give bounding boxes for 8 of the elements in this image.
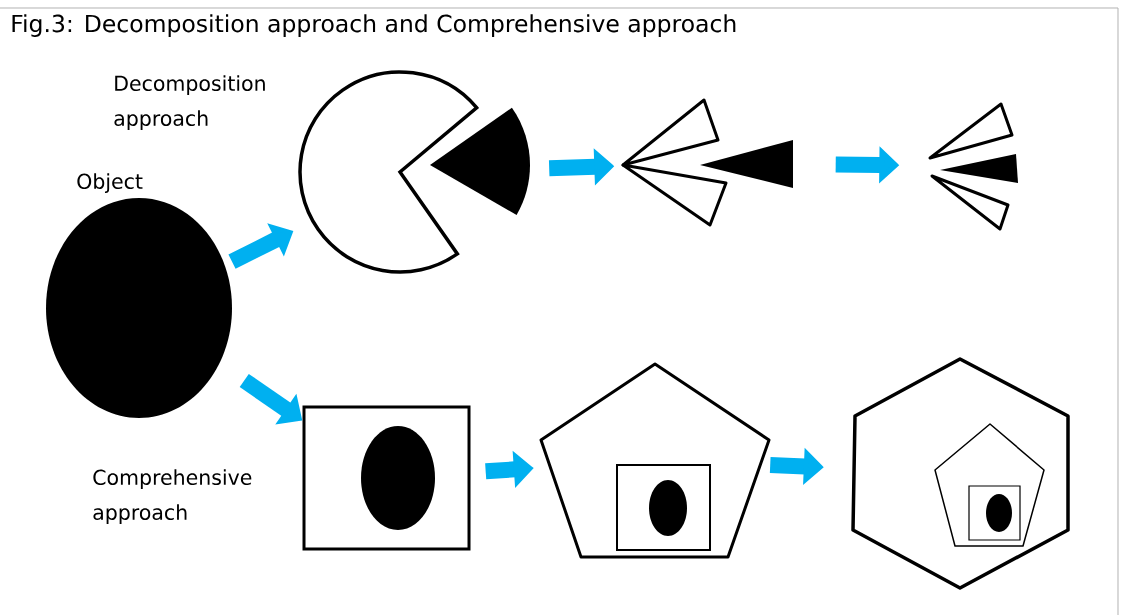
- triangles-drawing: [621, 98, 793, 227]
- node-label: Decomposition approach: [114, 75, 265, 131]
- node-label: Object: [77, 173, 143, 194]
- triangles-drawing: [928, 102, 1018, 231]
- pentagon-drawing: [539, 362, 771, 559]
- node-label: Comprehensive approach: [93, 469, 252, 525]
- hexagon-drawing: [851, 357, 1070, 590]
- title: Fig.3: Decomposition approach and Comprehensive approach: [12, 14, 736, 37]
